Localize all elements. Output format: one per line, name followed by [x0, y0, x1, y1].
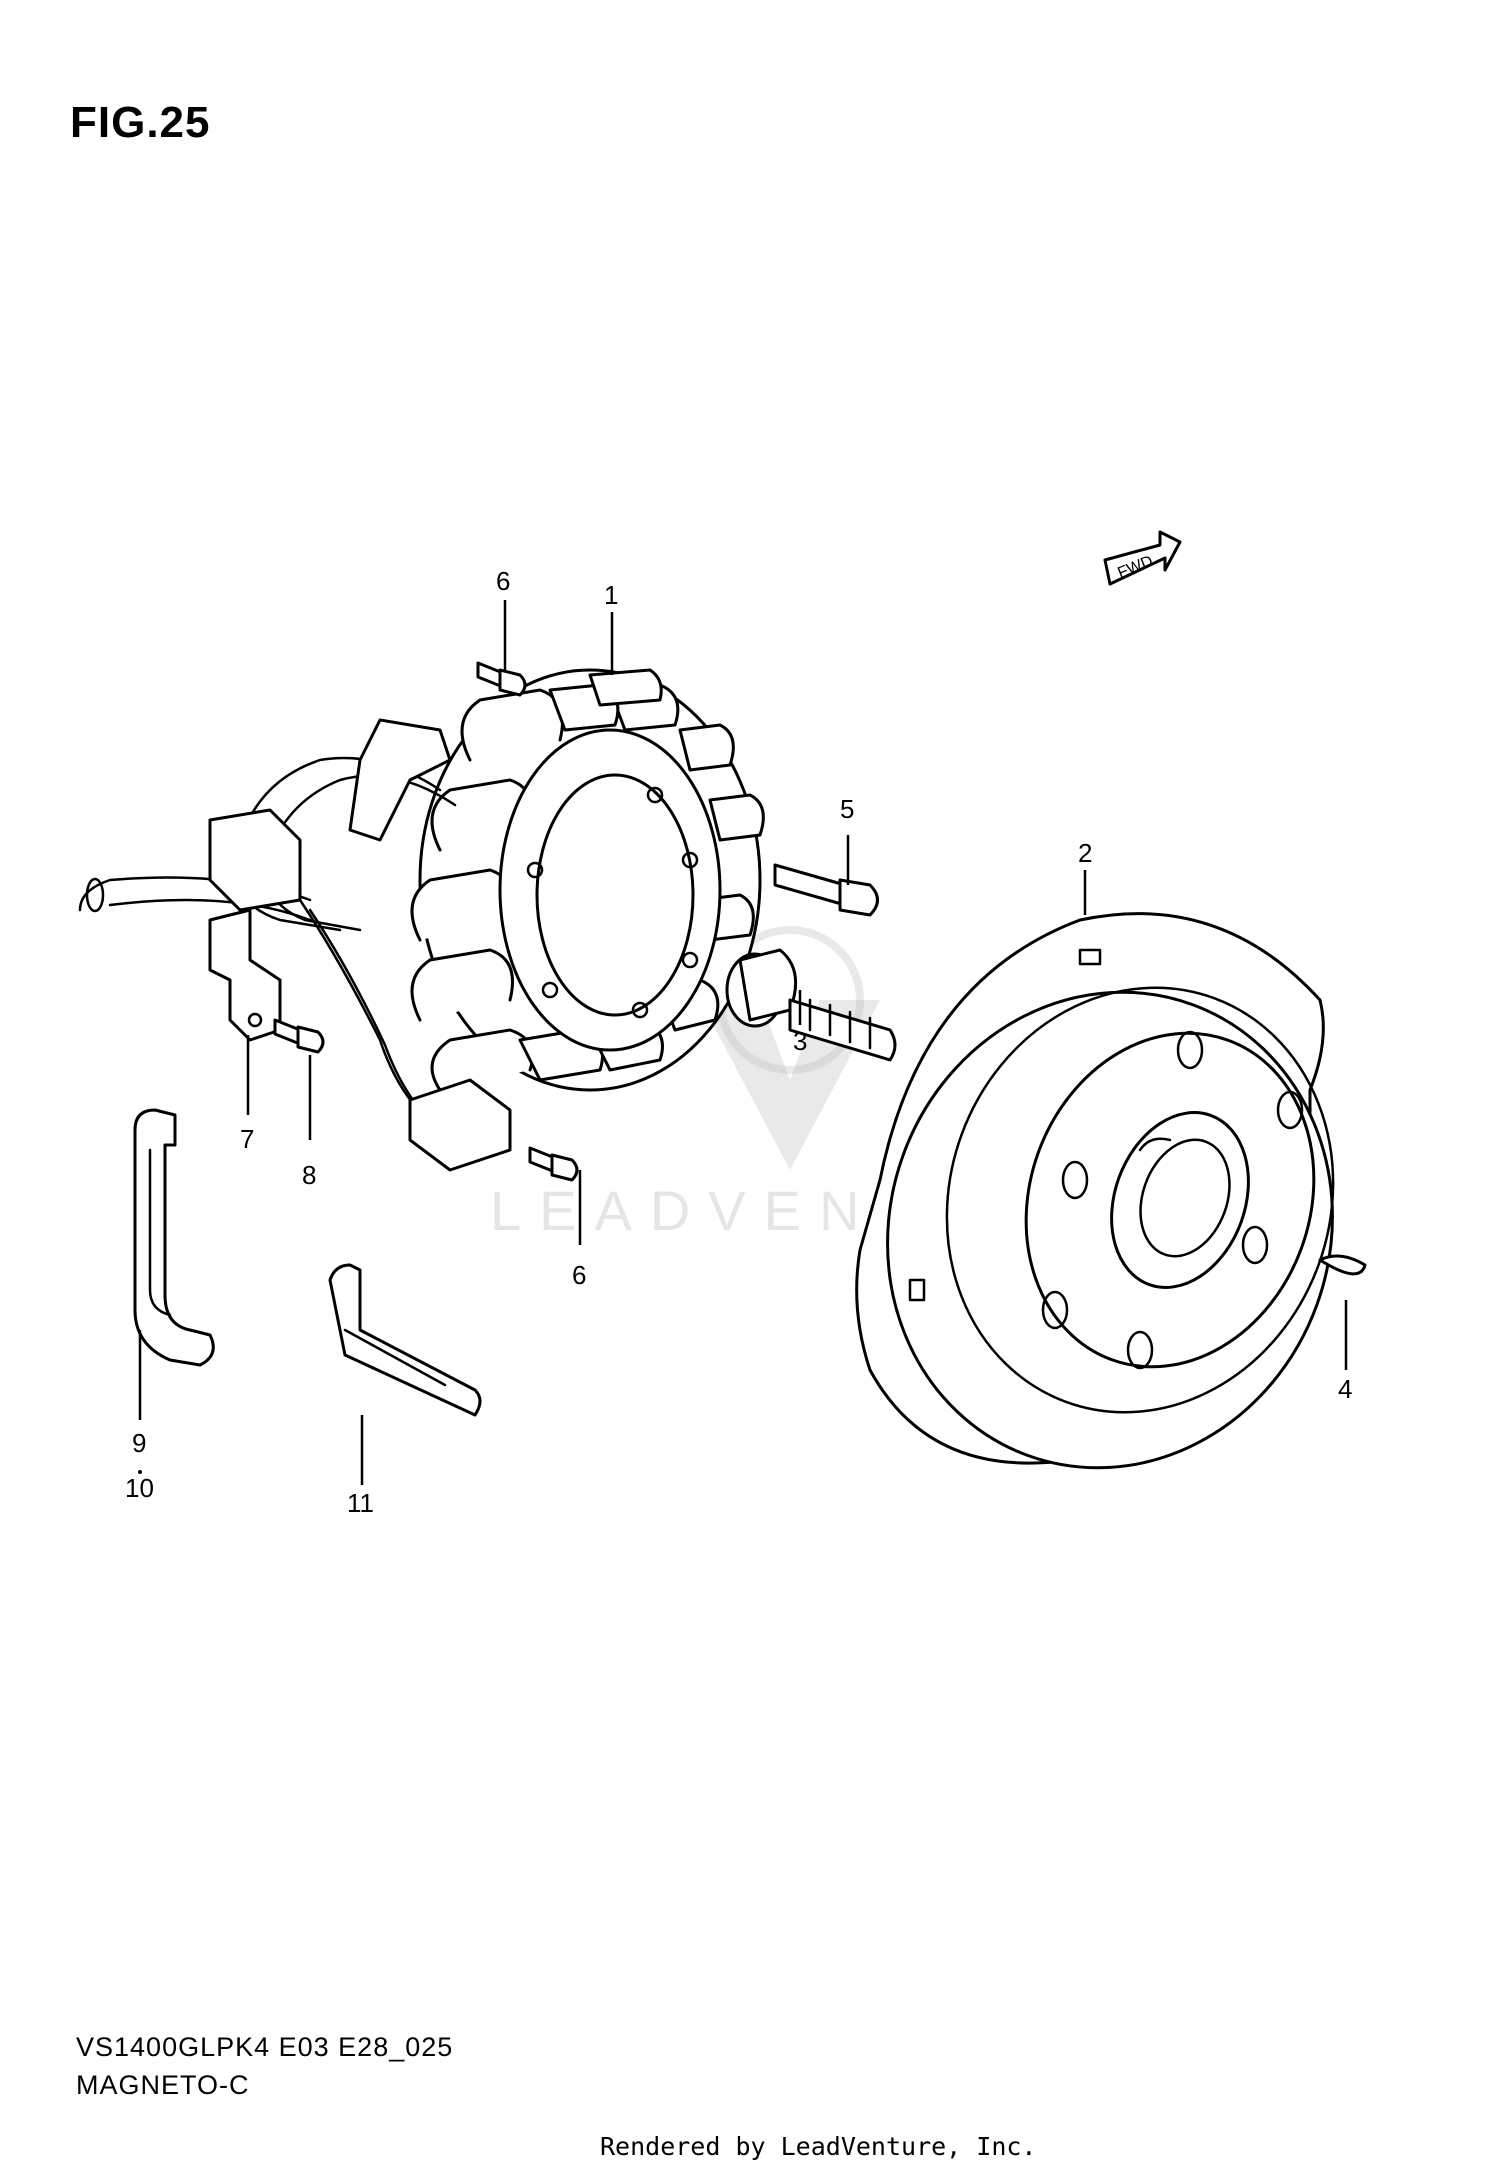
- rotor-bolt-part-3: [725, 948, 897, 1062]
- bolt-part-5: [773, 863, 879, 917]
- figure-title: FIG.25: [70, 98, 211, 147]
- leader-lines: [138, 600, 1348, 1485]
- callout-8: 8: [302, 1160, 316, 1190]
- screw-part-8: [273, 1018, 325, 1054]
- key-part-4: [1318, 1254, 1367, 1276]
- model-code: VS1400GLPK4 E03 E28_025: [76, 2032, 454, 2062]
- clamp-part-11: [328, 1263, 482, 1417]
- stator-coil-part-1: [78, 668, 765, 1172]
- callout-11: 11: [347, 1488, 374, 1518]
- callout-5: 5: [840, 794, 854, 824]
- callout-1: 1: [604, 580, 618, 610]
- callout-4: 4: [1338, 1374, 1352, 1404]
- callout-10: 10: [125, 1473, 154, 1503]
- callout-3: 3: [793, 1026, 807, 1056]
- fwd-arrow-icon: FWD: [1103, 530, 1182, 586]
- render-credit: Rendered by LeadVenture, Inc.: [600, 2132, 1037, 2161]
- clamp-part-7: [208, 908, 282, 1042]
- clamp-part-9-10: [133, 1108, 215, 1367]
- callout-9: 9: [132, 1428, 146, 1458]
- screw-part-6-bottom: [528, 1146, 579, 1182]
- callout-7: 7: [240, 1124, 254, 1154]
- section-name: MAGNETO-C: [76, 2070, 250, 2100]
- rotor-flywheel-part-2: [855, 912, 1335, 1470]
- callout-2: 2: [1078, 838, 1092, 868]
- callout-6-bottom: 6: [572, 1260, 586, 1290]
- screw-part-6-top: [476, 661, 527, 697]
- callout-6-top: 6: [496, 566, 510, 596]
